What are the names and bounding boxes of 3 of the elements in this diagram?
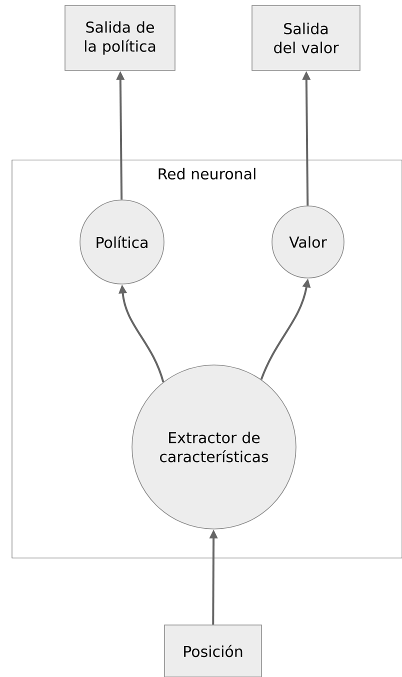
process-box: Salida de la política [64, 5, 176, 71]
process-box: Posición [164, 624, 262, 677]
process-box: Salida del valor [252, 5, 360, 71]
